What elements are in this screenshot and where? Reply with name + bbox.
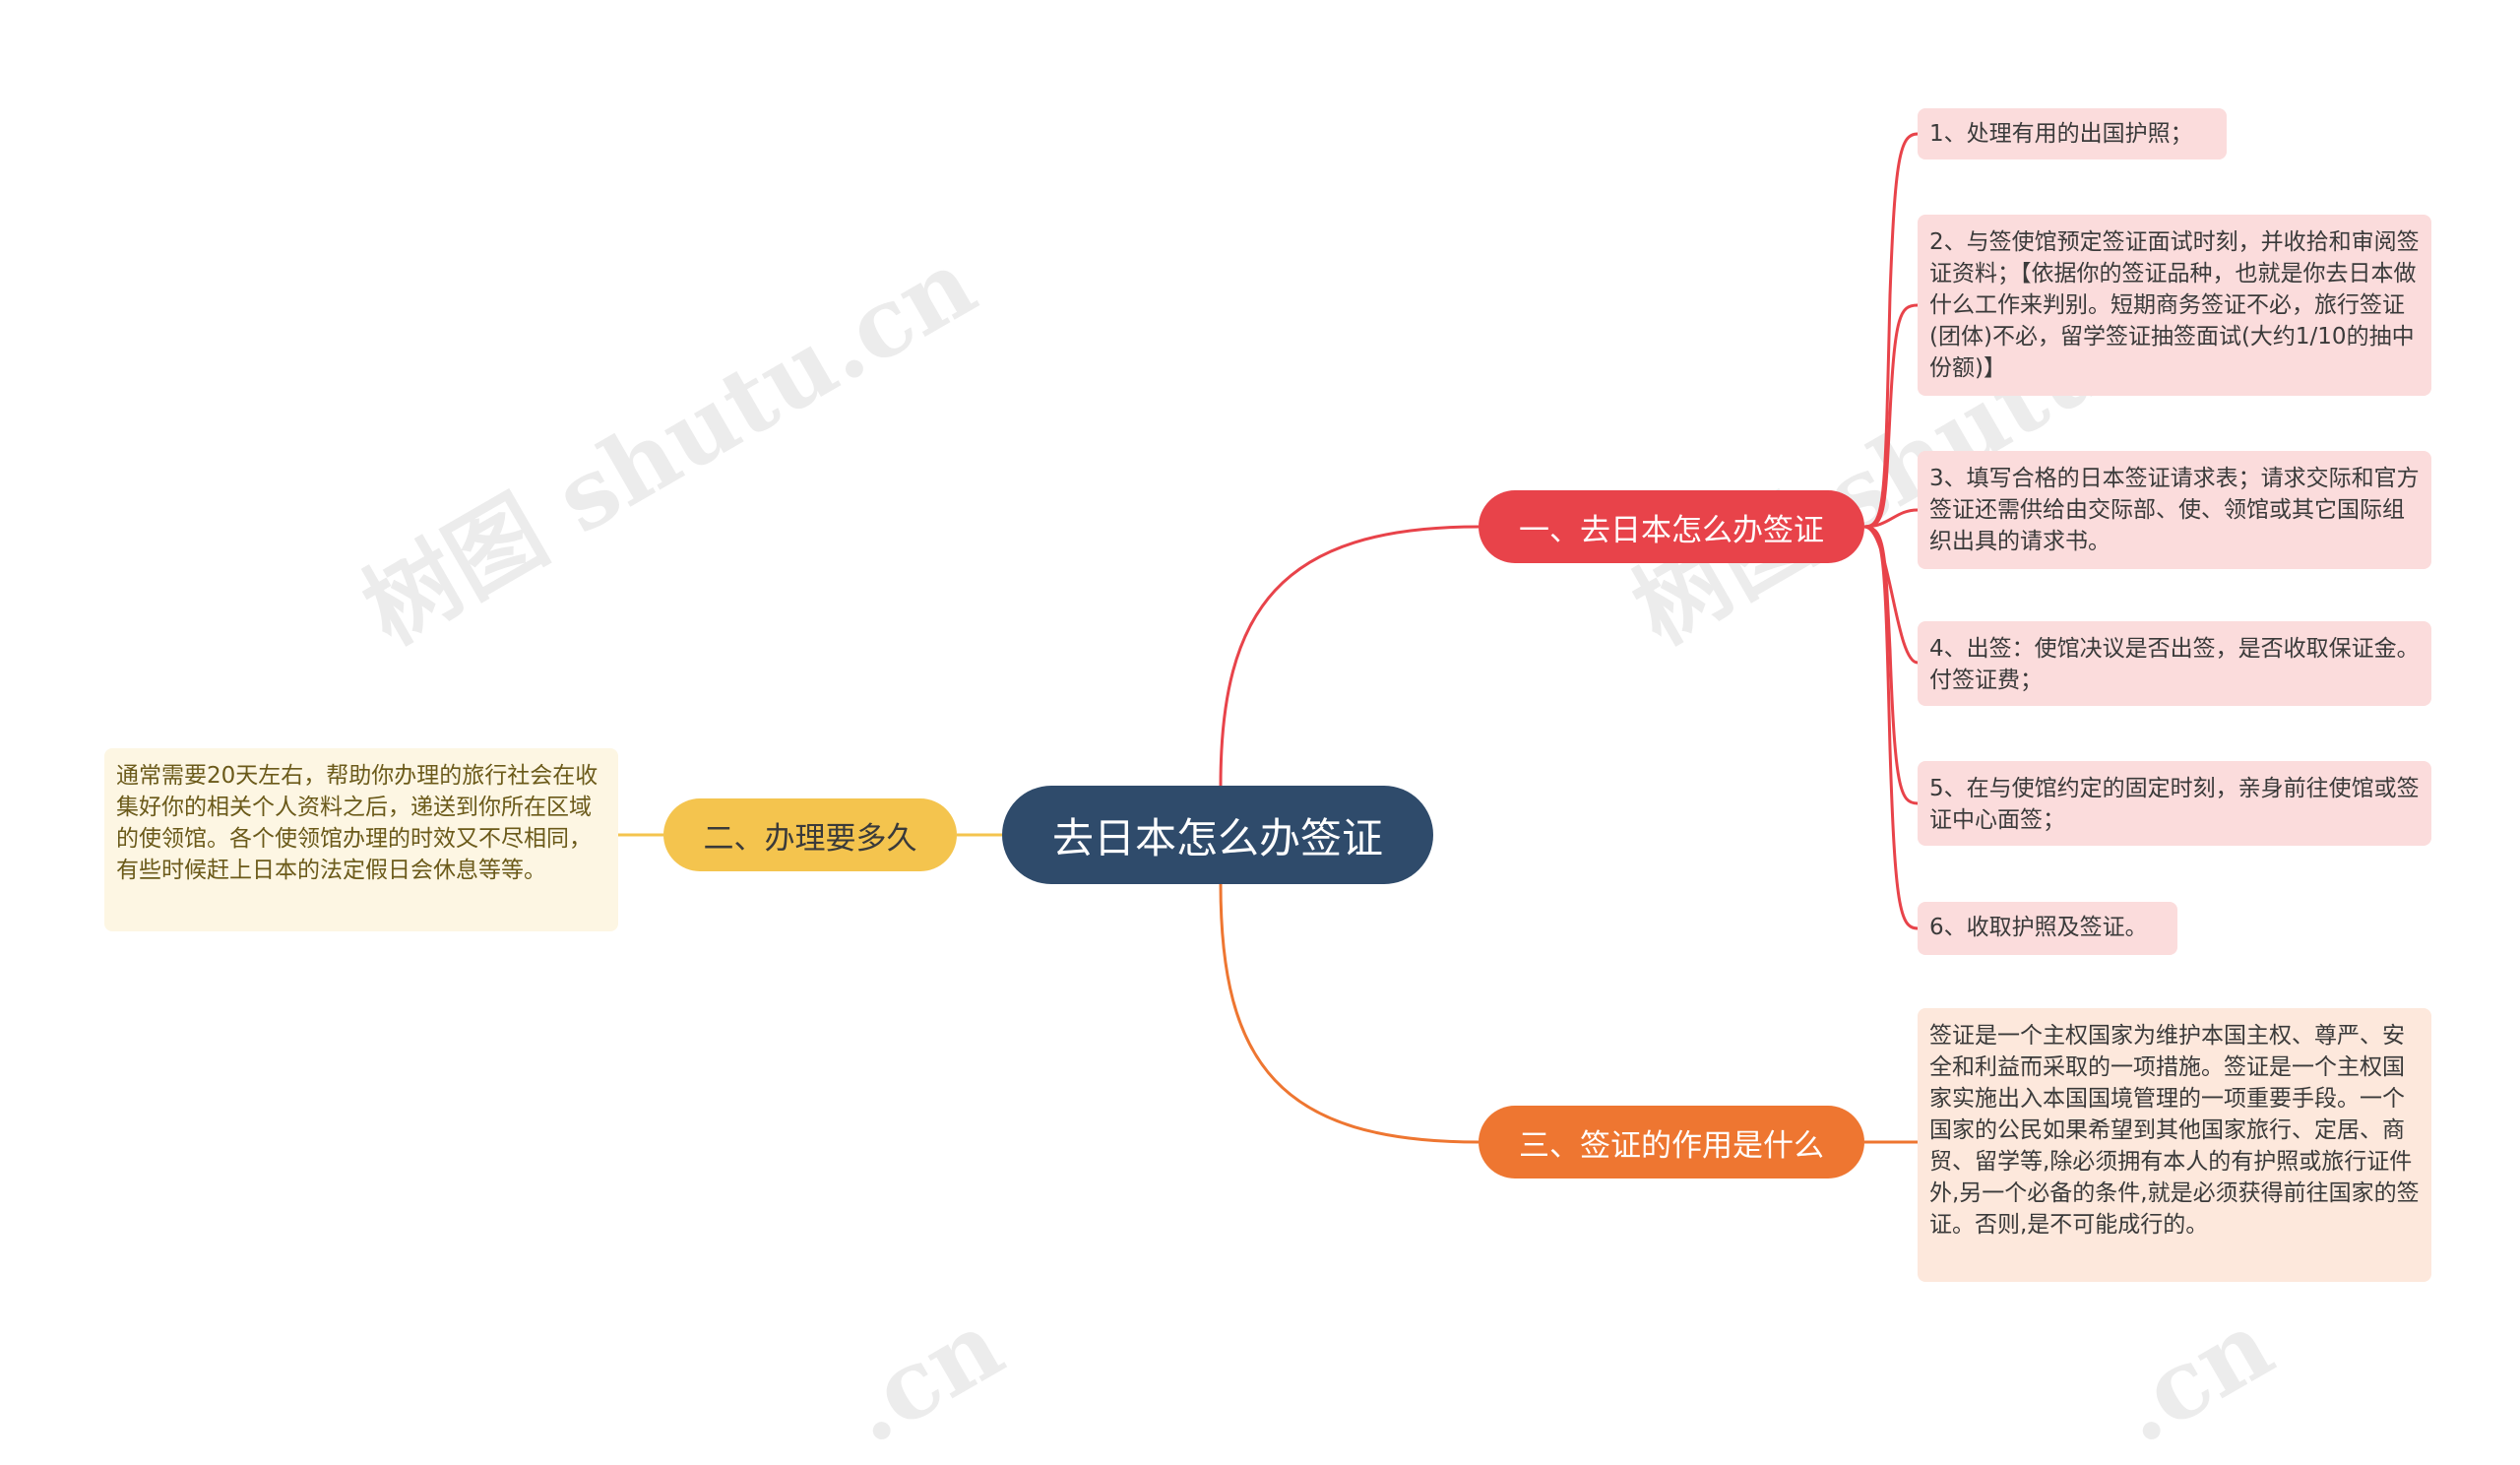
- leaf-topic-text: 2、与签使馆预定签证面试时刻，并收拾和审阅签证资料；【依据你的签证品种，也就是你…: [1929, 229, 2420, 381]
- leaf-topic-text: 5、在与使馆约定的固定时刻，亲身前往使馆或签证中心面签；: [1929, 776, 2420, 833]
- branch-topic-3[interactable]: 三、签证的作用是什么: [1479, 1106, 1864, 1178]
- mindmap-canvas: 树图 shutu.cn 树图 shutu.cn .cn .cn 去日本怎么办签证…: [104, 108, 2431, 1465]
- connector-branch1-leaf3: [1863, 508, 1919, 529]
- root-topic[interactable]: 去日本怎么办签证: [1002, 786, 1433, 884]
- leaf-topic-text: 通常需要20天左右，帮助你办理的旅行社会在收集好你的相关个人资料之后，递送到你所…: [116, 763, 598, 883]
- leaf-topic[interactable]: 6、收取护照及签证。: [1918, 902, 2177, 955]
- branch-topic-label: 三、签证的作用是什么: [1519, 1127, 1824, 1164]
- connector-branch1-leaf2: [1863, 303, 1919, 529]
- leaf-topic[interactable]: 3、填写合格的日本签证请求表；请求交际和官方签证还需供给由交际部、使、领馆或其它…: [1918, 451, 2431, 569]
- connector-root-branch3: [1219, 883, 1480, 1144]
- connector-branch1-leaf6: [1863, 525, 1919, 930]
- leaf-topic-text: 3、填写合格的日本签证请求表；请求交际和官方签证还需供给由交际部、使、领馆或其它…: [1929, 466, 2420, 554]
- connector-root-branch1: [1219, 525, 1480, 787]
- leaf-topic-text: 4、出签：使馆决议是否出签，是否收取保证金。付签证费；: [1929, 636, 2420, 693]
- leaf-topic[interactable]: 1、处理有用的出国护照；: [1918, 108, 2227, 159]
- leaf-topic[interactable]: 通常需要20天左右，帮助你办理的旅行社会在收集好你的相关个人资料之后，递送到你所…: [104, 748, 618, 931]
- branch-topic-label: 一、去日本怎么办签证: [1519, 512, 1824, 548]
- branch-topic-2[interactable]: 二、办理要多久: [663, 798, 957, 871]
- leaf-topic-text: 1、处理有用的出国护照；: [1929, 121, 2193, 147]
- leaf-topic[interactable]: 5、在与使馆约定的固定时刻，亲身前往使馆或签证中心面签；: [1918, 761, 2431, 846]
- root-topic-label: 去日本怎么办签证: [1051, 813, 1383, 862]
- connector-branch1-leaf4: [1863, 525, 1919, 665]
- connector-lines: [618, 132, 1919, 1144]
- leaf-topic-text: 签证是一个主权国家为维护本国主权、尊严、安全和利益而采取的一项措施。签证是一个主…: [1929, 1023, 2420, 1238]
- leaf-topic[interactable]: 签证是一个主权国家为维护本国主权、尊严、安全和利益而采取的一项措施。签证是一个主…: [1918, 1008, 2431, 1282]
- branch-topic-1[interactable]: 一、去日本怎么办签证: [1479, 490, 1864, 563]
- connector-branch1-leaf5: [1863, 525, 1919, 805]
- leaf-topic[interactable]: 4、出签：使馆决议是否出签，是否收取保证金。付签证费；: [1918, 621, 2431, 706]
- leaf-topic[interactable]: 2、与签使馆预定签证面试时刻，并收拾和审阅签证资料；【依据你的签证品种，也就是你…: [1918, 215, 2431, 396]
- connector-branch1-leaf1: [1863, 132, 1919, 529]
- branch-topic-label: 二、办理要多久: [703, 820, 917, 857]
- leaf-topic-text: 6、收取护照及签证。: [1929, 915, 2148, 940]
